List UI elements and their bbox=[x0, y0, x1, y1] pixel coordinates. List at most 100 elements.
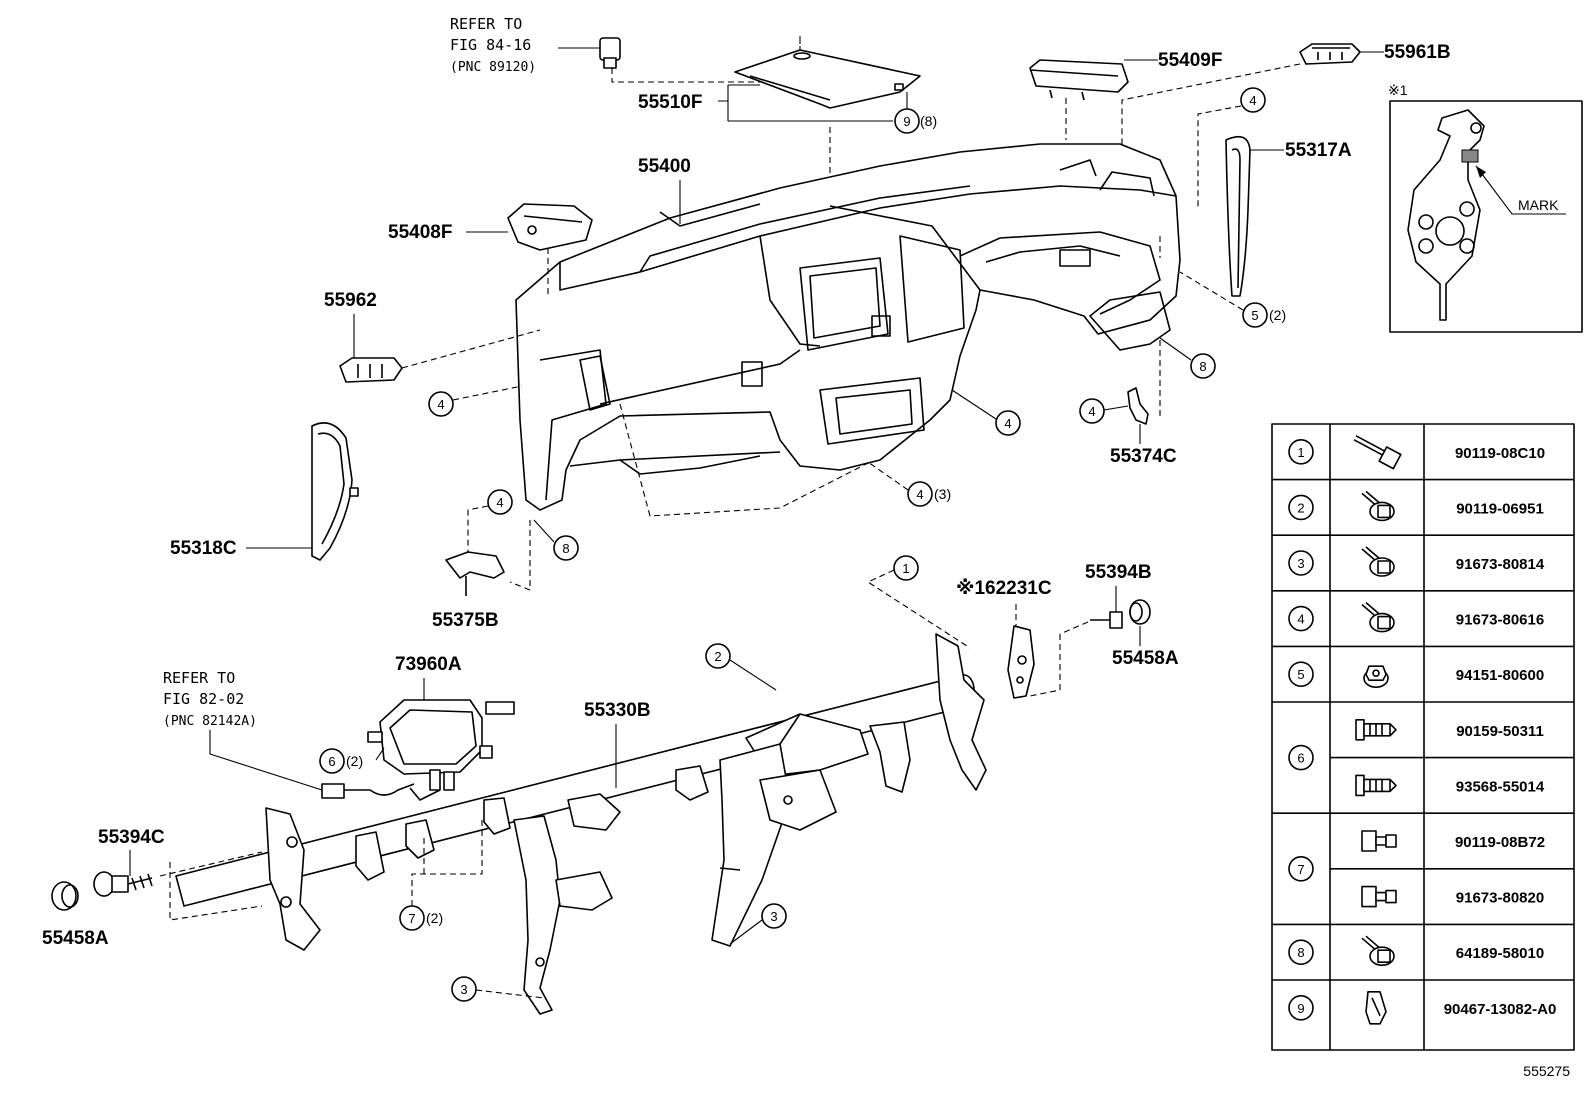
svg-text:5: 5 bbox=[1251, 308, 1258, 323]
svg-text:8: 8 bbox=[1199, 359, 1206, 374]
fastener-number: 8 bbox=[1297, 945, 1304, 960]
svg-text:4: 4 bbox=[1088, 404, 1095, 419]
refer-fig-84-16: REFER TO FIG 84-16 (PNC 89120) bbox=[450, 15, 536, 75]
fastener-number-circle bbox=[1288, 744, 1314, 771]
fastener-number-circle bbox=[1288, 661, 1314, 688]
fastener-number-circle bbox=[1288, 939, 1314, 966]
stud-bolt-icon bbox=[1361, 830, 1397, 852]
svg-text:55375B: 55375B bbox=[432, 610, 499, 631]
label-55330B: 55330B bbox=[584, 700, 651, 788]
svg-text:4: 4 bbox=[1004, 416, 1011, 431]
label-55374C: 55374C bbox=[1110, 424, 1177, 467]
svg-text:MARK: MARK bbox=[1518, 197, 1559, 213]
inset-bracket-mark: ※1 MARK bbox=[1388, 82, 1583, 333]
refer82-line2: FIG 82-02 bbox=[163, 690, 244, 708]
svg-text:(2): (2) bbox=[426, 910, 443, 926]
bracket-55374C bbox=[1127, 387, 1149, 425]
svg-text:73960A: 73960A bbox=[395, 654, 462, 675]
fastener-part-number: 90159-50311 bbox=[1456, 723, 1544, 740]
fastener-part-number: 91673-80616 bbox=[1456, 612, 1544, 629]
refer82-line1: REFER TO bbox=[163, 669, 235, 687]
svg-text:55318C: 55318C bbox=[170, 538, 237, 559]
passenger-top-panel bbox=[1029, 59, 1129, 101]
fastener-number: 9 bbox=[1297, 1001, 1304, 1016]
svg-text:55408F: 55408F bbox=[388, 222, 452, 243]
callout-3-left: 3 bbox=[451, 976, 545, 1002]
clip-icon bbox=[1365, 991, 1387, 1025]
fastener-number-circle bbox=[1288, 855, 1314, 882]
callout-2: 2 bbox=[705, 643, 777, 691]
fastener-part-number: 90467-13082-A0 bbox=[1444, 1001, 1557, 1018]
callout-8-left: 8 bbox=[533, 519, 579, 561]
refer-fig-82-02: REFER TO FIG 82-02 (PNC 82142A) bbox=[163, 669, 323, 791]
passenger-side-vent bbox=[1299, 43, 1361, 65]
svg-text:3: 3 bbox=[460, 982, 467, 997]
clip-89120-icon bbox=[558, 37, 621, 69]
svg-text:3: 3 bbox=[770, 909, 777, 924]
callout-3-right: 3 bbox=[729, 903, 787, 945]
refer-line1: REFER TO bbox=[450, 15, 522, 33]
bracket-55375B bbox=[445, 551, 505, 596]
label-55510F: 55510F bbox=[638, 84, 893, 122]
label-55458A-left: 55458A bbox=[42, 928, 109, 949]
svg-text:55962: 55962 bbox=[324, 290, 377, 311]
label-73960A: 73960A bbox=[395, 654, 462, 700]
callout-9: 9 (8) bbox=[894, 92, 937, 134]
label-55317A: 55317A bbox=[1250, 140, 1352, 161]
fastener-part-number: 90119-08B72 bbox=[1455, 834, 1545, 851]
screw-grommet-icon bbox=[1355, 774, 1397, 797]
svg-text:55961B: 55961B bbox=[1384, 42, 1451, 63]
fastener-number-circle bbox=[1288, 494, 1314, 521]
callout-4-center: 4 bbox=[951, 389, 1021, 436]
label-55962: 55962 bbox=[324, 290, 377, 358]
flange-bolt-icon bbox=[1361, 546, 1395, 577]
svg-text:55317A: 55317A bbox=[1285, 140, 1352, 161]
label-55961B: 55961B bbox=[1360, 42, 1451, 63]
svg-text:55374C: 55374C bbox=[1110, 446, 1177, 467]
fastener-number-circle bbox=[1288, 550, 1314, 576]
svg-text:55394B: 55394B bbox=[1085, 562, 1152, 583]
svg-text:(8): (8) bbox=[920, 113, 937, 129]
callout-4-lower-left: 4 bbox=[467, 489, 513, 556]
callout-4-bottom: 4 (3) bbox=[619, 403, 951, 517]
refer82-line3: (PNC 82142A) bbox=[163, 714, 257, 729]
fastener-part-number: 90119-06951 bbox=[1456, 500, 1544, 517]
fastener-number: 6 bbox=[1297, 751, 1304, 766]
label-55400: 55400 bbox=[638, 156, 691, 224]
long-bolt-icon bbox=[1353, 435, 1402, 470]
svg-text:55409F: 55409F bbox=[1158, 50, 1222, 71]
passenger-side-garnish bbox=[1225, 135, 1251, 297]
diagram-code: 555275 bbox=[1523, 1063, 1570, 1079]
callout-8-right: 8 bbox=[1159, 337, 1216, 379]
callout-4-top: 4 bbox=[1197, 87, 1266, 210]
flange-bolt-icon bbox=[1361, 490, 1395, 522]
svg-text:55458A: 55458A bbox=[1112, 648, 1179, 669]
svg-text:55394C: 55394C bbox=[98, 827, 165, 848]
label-55408F: 55408F bbox=[388, 222, 508, 243]
flange-bolt-icon bbox=[1361, 601, 1395, 633]
fastener-number-circle bbox=[1288, 438, 1314, 465]
fastener-number: 1 bbox=[1297, 445, 1304, 460]
callout-1: 1 bbox=[866, 555, 971, 649]
driver-side-garnish bbox=[311, 422, 359, 561]
svg-text:9: 9 bbox=[903, 114, 910, 129]
bolt-55394B bbox=[1090, 611, 1123, 629]
callout-4-left: 4 bbox=[428, 385, 523, 417]
fastener-number: 2 bbox=[1297, 500, 1304, 515]
svg-text:7: 7 bbox=[408, 911, 415, 926]
cap-55458A-left bbox=[51, 881, 79, 911]
svg-text:4: 4 bbox=[1249, 93, 1256, 108]
label-62231C: ※162231C bbox=[956, 578, 1052, 599]
instrument-panel-reinforcement bbox=[175, 633, 987, 1015]
svg-text:(3): (3) bbox=[934, 486, 951, 502]
fastener-row: 9 90467-13082-A0 bbox=[1272, 979, 1574, 1025]
fastener-number-circle bbox=[1288, 994, 1314, 1021]
svg-text:4: 4 bbox=[496, 495, 503, 510]
